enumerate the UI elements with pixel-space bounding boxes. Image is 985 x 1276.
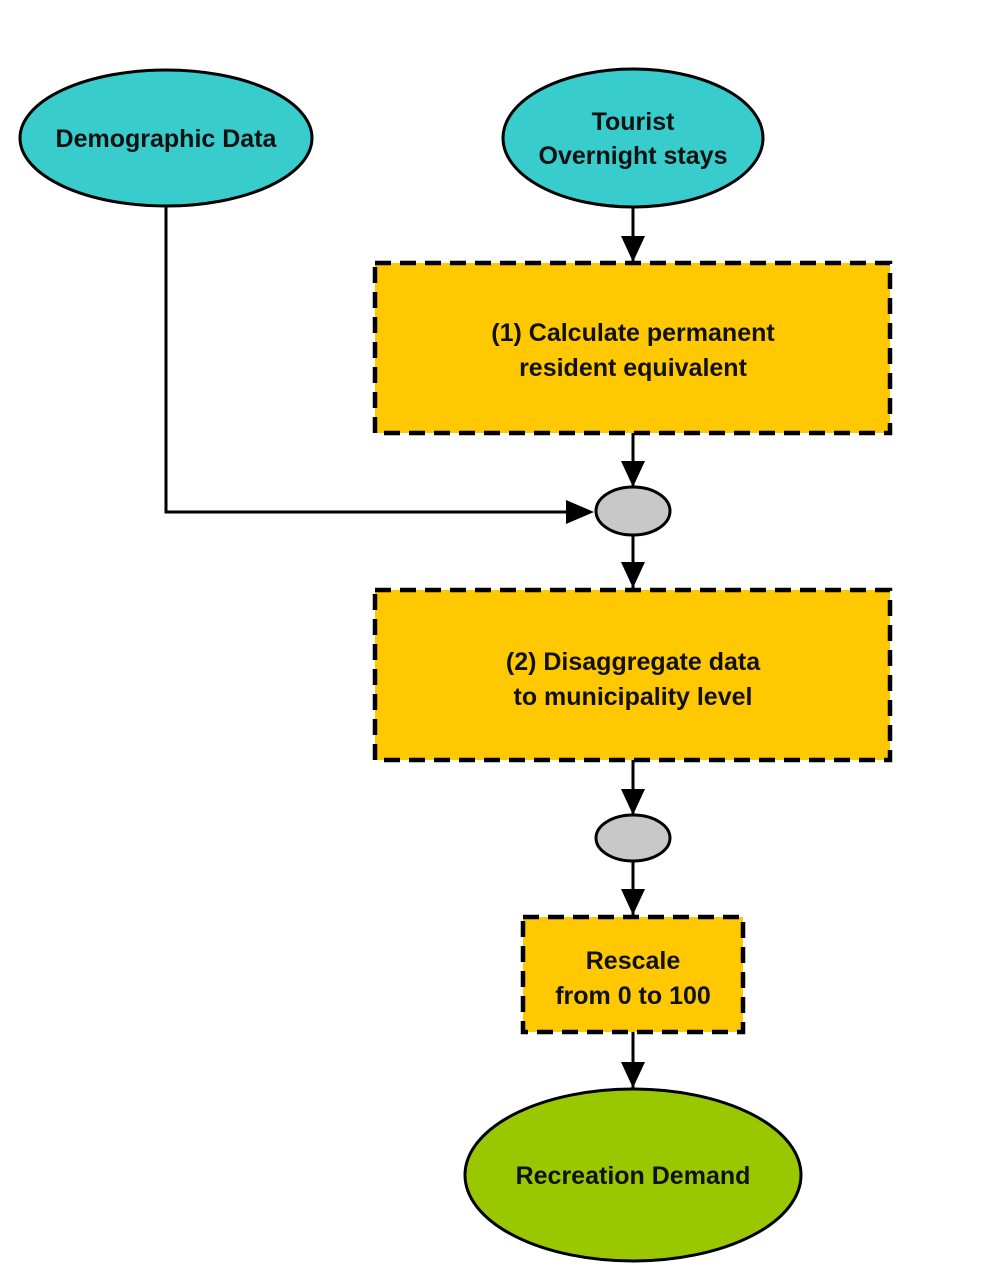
arrowhead-step2 xyxy=(621,562,645,588)
node-demographic-data: Demographic Data xyxy=(18,68,314,208)
edge-demographic-to-junction1 xyxy=(164,205,590,514)
node-junction-2 xyxy=(594,813,672,863)
node-rescale: Rescale from 0 to 100 xyxy=(520,914,746,1035)
tourist-ellipse xyxy=(501,67,765,209)
recreation-demand-ellipse xyxy=(463,1087,803,1263)
node-junction-1 xyxy=(594,485,672,537)
step2-label-line1: (2) Disaggregate data xyxy=(506,648,761,676)
step2-label-line2: to municipality level xyxy=(514,683,753,711)
junction2-ellipse xyxy=(594,813,672,863)
tourist-label-line1: Tourist xyxy=(592,108,676,136)
tourist-label-line2: Overnight stays xyxy=(539,142,728,170)
node-tourist-overnight-stays: Tourist Overnight stays xyxy=(501,67,765,209)
rescale-label-line1: Rescale xyxy=(586,947,681,975)
rescale-label-line2: from 0 to 100 xyxy=(555,982,711,1010)
recreation-demand-label: Recreation Demand xyxy=(516,1162,751,1190)
node-step1-calculate: (1) Calculate permanent resident equival… xyxy=(372,260,893,436)
demographic-data-ellipse xyxy=(18,68,314,208)
node-recreation-demand: Recreation Demand xyxy=(463,1087,803,1263)
step1-label-line1: (1) Calculate permanent xyxy=(491,319,775,347)
demographic-data-label: Demographic Data xyxy=(56,125,278,153)
edges xyxy=(164,205,645,1088)
arrowhead-rescale xyxy=(621,889,645,915)
arrowhead-junction2 xyxy=(621,789,645,815)
step1-label-line2: resident equivalent xyxy=(519,354,748,382)
junction1-ellipse xyxy=(594,485,672,537)
arrowhead-step1 xyxy=(621,236,645,262)
rescale-box xyxy=(520,914,746,1035)
step2-box xyxy=(372,587,893,763)
arrowhead-junction1-top xyxy=(621,461,645,487)
arrowhead-output xyxy=(621,1062,645,1088)
step1-box xyxy=(372,260,893,436)
node-step2-disaggregate: (2) Disaggregate data to municipality le… xyxy=(372,587,893,763)
arrowhead-junction1-left xyxy=(566,500,594,524)
